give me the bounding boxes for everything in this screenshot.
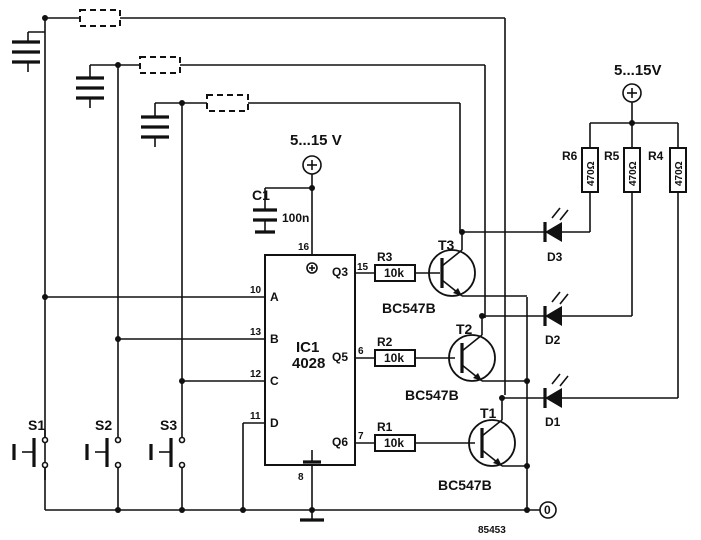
ground-rail: 0: [45, 297, 557, 522]
junction-dot: [179, 507, 185, 513]
junction-dot: [524, 463, 530, 469]
junction-dot: [115, 507, 121, 513]
r6-label: R6: [562, 149, 578, 163]
s1-label: S1: [28, 417, 45, 433]
r3-value: 10k: [384, 266, 404, 280]
junction-dot: [240, 507, 246, 513]
junction-dot: [179, 100, 185, 106]
pin-number: 15: [357, 262, 369, 273]
ic-part: 4028: [292, 355, 325, 372]
junction-dot: [115, 336, 121, 342]
resistor-r5: 470Ω R5: [604, 123, 641, 316]
ic-vdd-icon: [306, 262, 318, 274]
led-d2: D2: [543, 291, 632, 347]
pin-a-label: A: [270, 290, 279, 304]
r2-value: 10k: [384, 351, 404, 365]
r2-label: R2: [377, 335, 393, 349]
led-icon: [545, 222, 562, 242]
ground-label: 0: [544, 503, 551, 517]
r1-label: R1: [377, 420, 393, 434]
ic1-4028: IC1 4028 A B C D Q3 Q5 Q6 10 13 12 11 16…: [250, 242, 369, 483]
t3-type: BC547B: [382, 300, 436, 316]
pin-number: 8: [298, 472, 304, 483]
main-supply: 5...15 V: [265, 132, 342, 255]
r5-label: R5: [604, 149, 620, 163]
pin-number: 7: [358, 431, 364, 442]
transistor-t1: T1 BC547B: [438, 398, 527, 493]
optional-resistor-2: [139, 56, 181, 74]
pin-d-label: D: [270, 416, 279, 430]
d3-label: D3: [547, 250, 563, 264]
capacitor-c1: C1 100n: [252, 187, 309, 234]
r3-label: R3: [377, 250, 393, 264]
led-icon: [545, 306, 562, 326]
pin-b-label: B: [270, 332, 279, 346]
switch-s2: S2: [85, 417, 122, 510]
resistor-r3: 10k R3: [355, 250, 440, 282]
junction-dot: [179, 378, 185, 384]
led-supply: 5...15V: [590, 62, 678, 126]
pin-c-label: C: [270, 374, 279, 388]
led-supply-voltage-label: 5...15V: [614, 62, 662, 79]
transistor-t3: T3 BC547B: [382, 232, 527, 316]
pin-number: 10: [250, 285, 262, 296]
junction-dot: [524, 378, 530, 384]
optional-resistor-3: [206, 94, 249, 112]
ic-name: IC1: [296, 339, 319, 356]
r4-value: 470Ω: [674, 161, 685, 186]
pin-q5-label: Q5: [332, 350, 348, 364]
contact-symbol-2: [76, 76, 104, 108]
supply-voltage-label: 5...15 V: [290, 132, 342, 149]
s3-label: S3: [160, 417, 177, 433]
t1-type: BC547B: [438, 477, 492, 493]
optional-resistors: [79, 9, 249, 112]
led-icon: [545, 388, 562, 408]
led-d3: D3: [543, 207, 590, 264]
pin-q6-label: Q6: [332, 435, 348, 449]
contact-symbols: [12, 40, 169, 147]
t2-type: BC547B: [405, 387, 459, 403]
pin-number: 6: [358, 346, 364, 357]
contact-symbol-3: [141, 115, 169, 147]
ground-terminal-icon: [539, 501, 557, 519]
switch-s3: S3: [149, 417, 186, 510]
resistor-r2: 10k R2: [355, 335, 455, 367]
pin-number: 16: [298, 242, 310, 253]
r5-value: 470Ω: [628, 161, 639, 186]
c1-value: 100n: [282, 211, 309, 225]
switch-bus-wiring: [27, 17, 506, 480]
optional-resistor-1: [79, 9, 121, 27]
junction-dot: [309, 185, 315, 191]
transistor-t2: T2 BC547B: [405, 316, 527, 403]
t2-label: T2: [456, 321, 473, 337]
ic-input-wiring: [42, 294, 265, 510]
t1-label: T1: [480, 405, 497, 421]
resistor-r1: 10k R1: [355, 420, 475, 452]
d1-label: D1: [545, 415, 561, 429]
r4-label: R4: [648, 149, 664, 163]
contact-symbol-1: [12, 40, 40, 72]
led-d1: D1: [543, 373, 678, 429]
pin-q3-label: Q3: [332, 265, 348, 279]
pin-number: 11: [250, 411, 261, 422]
t3-label: T3: [438, 237, 455, 253]
r1-value: 10k: [384, 436, 404, 450]
r6-value: 470Ω: [586, 161, 597, 186]
d2-label: D2: [545, 333, 561, 347]
junction-dot: [42, 15, 48, 21]
junction-dot: [42, 294, 48, 300]
figure-code: 85453: [478, 525, 506, 536]
resistor-r6: 470Ω R6: [562, 123, 599, 232]
resistor-r4: 470Ω R4: [648, 123, 687, 398]
junction-dot: [115, 62, 121, 68]
switch-s1: S1: [12, 417, 49, 510]
s2-label: S2: [95, 417, 112, 433]
pin-number: 12: [250, 369, 262, 380]
pin-number: 13: [250, 327, 262, 338]
c1-label: C1: [252, 187, 270, 203]
